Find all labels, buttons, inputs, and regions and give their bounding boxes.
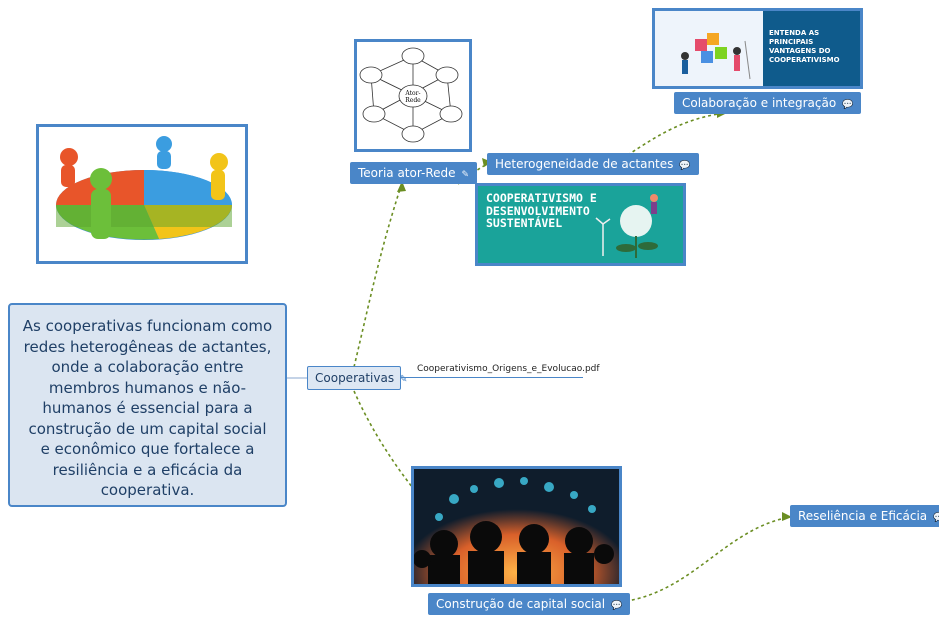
central-topic-label: Cooperativas bbox=[315, 371, 395, 385]
pencil-icon: ✎ bbox=[461, 170, 470, 180]
topic-colaboracao[interactable]: Colaboração e integração 💬 bbox=[674, 92, 862, 114]
topic-resiliencia[interactable]: Reseliência e Eficácia 💬 bbox=[790, 505, 939, 527]
ant-center-label: Ator- bbox=[404, 90, 420, 97]
topic-teoria-label: Teoria ator-Rede bbox=[358, 166, 456, 180]
lightbulb-plant-illustration bbox=[595, 194, 658, 258]
comment-icon[interactable]: 💬 bbox=[611, 601, 623, 611]
advantages-title-line1: ENTENDA AS PRINCIPAIS bbox=[769, 29, 820, 46]
sustainable-cooperativism-image[interactable]: COOPERATIVISMO E DESENVOLVIMENTO SUSTENT… bbox=[475, 183, 686, 266]
topic-colaboracao-label: Colaboração e integração bbox=[682, 96, 837, 110]
puzzle-pie-illustration bbox=[56, 136, 232, 240]
puzzle-team-illustration bbox=[681, 33, 751, 80]
link-resiliencia bbox=[607, 516, 791, 604]
comment-icon[interactable]: 💬 bbox=[933, 513, 939, 523]
link-teoria bbox=[353, 182, 403, 368]
sustainable-title-line2: DESENVOLVIMENTO bbox=[486, 203, 590, 218]
comment-icon[interactable]: 💬 bbox=[842, 100, 854, 110]
topic-construcao-label: Construção de capital social bbox=[436, 597, 606, 611]
advantages-title-line2: VANTAGENS DO bbox=[769, 47, 831, 55]
puzzle-pie-image[interactable] bbox=[36, 124, 248, 264]
social-capital-image[interactable] bbox=[411, 466, 622, 587]
actor-network-diagram-image[interactable]: Ator- Rede bbox=[354, 39, 472, 152]
summary-note[interactable]: As cooperativas funcionam como redes het… bbox=[8, 303, 287, 507]
human-network-illustration bbox=[414, 469, 619, 584]
attachment-underline bbox=[400, 377, 583, 378]
comment-icon[interactable]: 💬 bbox=[679, 161, 691, 171]
svg-text:Rede: Rede bbox=[405, 97, 421, 104]
central-topic[interactable]: Cooperativas ✎ bbox=[307, 366, 408, 390]
paperclip-icon[interactable]: ✎ bbox=[399, 374, 408, 385]
topic-heterogeneidade[interactable]: Heterogeneidade de actantes 💬 bbox=[487, 153, 699, 175]
topic-construcao-capital-social[interactable]: Construção de capital social 💬 bbox=[428, 593, 631, 615]
advantages-title-line3: COOPERATIVISMO bbox=[769, 56, 840, 64]
sustainable-title-line3: SUSTENTÁVEL bbox=[486, 216, 563, 230]
topic-teoria-ator-rede[interactable]: Teoria ator-Rede ✎ bbox=[350, 162, 478, 184]
attachment-link[interactable]: Cooperativismo_Origens_e_Evolucao.pdf bbox=[417, 364, 600, 374]
actor-network-diagram: Ator- Rede bbox=[359, 47, 463, 143]
topic-heterogeneidade-label: Heterogeneidade de actantes bbox=[495, 157, 674, 171]
sustainable-title-line1: COOPERATIVISMO E bbox=[486, 191, 597, 205]
cooperativism-advantages-image[interactable]: ENTENDA AS PRINCIPAIS VANTAGENS DO COOPE… bbox=[652, 8, 863, 89]
link-construcao bbox=[353, 390, 446, 525]
link-colaboracao bbox=[611, 112, 726, 165]
topic-resiliencia-label: Reseliência e Eficácia bbox=[798, 509, 928, 523]
